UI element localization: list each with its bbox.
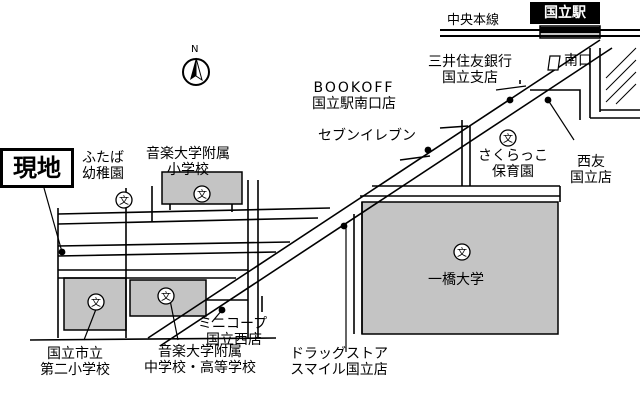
svg-text:文: 文 [119,194,129,207]
station-plaza [605,47,637,105]
north-arrow-icon [182,57,210,86]
school-icon: 文 [87,293,105,311]
campus-blocks [63,25,601,335]
site-marker: 現地 [0,148,74,188]
school-symbols: 文 文 文 文 文 文 [87,129,517,311]
label-minicoop: ミニコープ 国立西店 [198,316,268,348]
label-drugstore: ドラッグストア スマイル国立店 [290,346,388,378]
station-name: 国立駅 [530,2,600,24]
school-icon: 文 [499,129,517,147]
svg-text:文: 文 [503,132,513,145]
label-ongaku-mid: 音楽大学附属 中学校・高等学校 [144,344,256,376]
shop-dot-icon [544,96,552,104]
svg-text:文: 文 [457,246,467,259]
road-network [29,39,640,347]
shop-dot-icon [58,248,66,256]
leader-lines [43,85,575,352]
label-seiyu: 西友 国立店 [570,154,612,186]
shop-dot-icon [340,222,348,230]
north-label: N [191,44,199,55]
shop-dot-icon [424,146,432,154]
svg-text:文: 文 [91,296,101,309]
shop-dots [58,96,552,314]
label-bookoff: BOOKOFF 国立駅南口店 [312,80,396,112]
label-seven: セブンイレブン [318,128,416,144]
svg-text:文: 文 [197,188,207,201]
shop-dot-icon [506,96,514,104]
svg-text:文: 文 [161,290,171,303]
railway-line [440,27,640,37]
label-hitotsubashi: 一橋大学 [428,272,484,288]
label-mitsui: 三井住友銀行 国立支店 [428,54,512,86]
label-ongaku-elem: 音楽大学附属 小学校 [146,146,230,178]
railway-name: 中央本線 [447,13,500,28]
hitotsubashi-campus [361,201,559,335]
label-daini: 国立市立 第二小学校 [40,346,110,378]
school-icon: 文 [115,191,133,209]
shop-dot-icon [218,306,226,314]
school-icon: 文 [157,287,175,305]
exit-marker [547,55,561,71]
label-sakurakko: さくらっこ 保育園 [478,148,548,180]
exit-label: 南口 [564,53,592,69]
school-icon: 文 [193,185,211,203]
label-futaba: ふたば 幼稚園 [82,150,124,182]
school-icon: 文 [453,243,471,261]
